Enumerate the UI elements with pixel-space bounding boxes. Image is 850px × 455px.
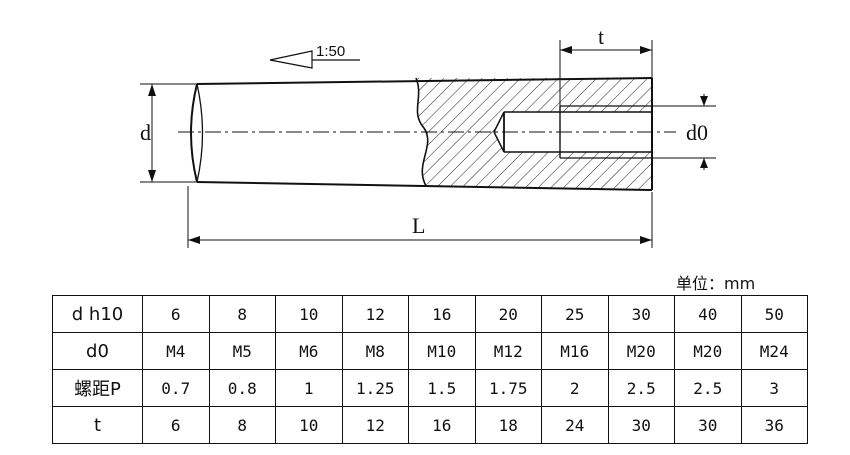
taper-label: 1:50 [316, 43, 345, 60]
table-cell: M6 [275, 332, 343, 370]
table-cell: 6 [142, 295, 210, 333]
table-cell: M8 [341, 332, 409, 370]
table-cell: 2.5 [607, 369, 675, 407]
table-cell: 12 [341, 406, 409, 444]
table-cell: 30 [674, 406, 742, 444]
table-cell: M12 [474, 332, 542, 370]
table-cell: 10 [275, 406, 343, 444]
table-cell: 16 [408, 295, 476, 333]
table-cell: 1.75 [474, 369, 542, 407]
table-cell: 20 [474, 295, 542, 333]
table-cell: 3 [740, 369, 808, 407]
table-cell: 12 [341, 295, 409, 333]
taper-arrow [269, 50, 360, 69]
dimension-d [140, 83, 197, 183]
table-cell: M24 [740, 332, 808, 370]
table-cell: 8 [208, 406, 276, 444]
table-cell: M20 [607, 332, 675, 370]
row-header: 螺距P [52, 369, 143, 407]
table-cell: 25 [541, 295, 609, 333]
table-cell: 16 [408, 406, 476, 444]
table-cell: M4 [142, 332, 210, 370]
row-header: d h10 [52, 295, 143, 333]
table-cell: 30 [607, 406, 675, 444]
table-cell: 2.5 [674, 369, 742, 407]
table-cell: M10 [408, 332, 476, 370]
dimension-d0 [652, 94, 716, 170]
table-cell: 18 [474, 406, 542, 444]
taper-pin-drawing: d L t d0 1:50 [140, 24, 716, 248]
dimension-t [559, 40, 653, 106]
table-cell: 50 [740, 295, 808, 333]
unit-label: 单位：mm [676, 274, 756, 293]
table-cell: 1.5 [408, 369, 476, 407]
row-header: d0 [52, 332, 143, 370]
table-cell: M20 [674, 332, 742, 370]
table-cell: 6 [142, 406, 210, 444]
label-L: L [412, 213, 425, 238]
label-d0: d0 [686, 120, 708, 145]
table-cell: 2 [541, 369, 609, 407]
table-cell: 30 [607, 295, 675, 333]
table-cell: M16 [541, 332, 609, 370]
table-cell: M5 [208, 332, 276, 370]
table-cell: 10 [275, 295, 343, 333]
label-d: d [140, 120, 151, 145]
row-header: t [52, 406, 143, 444]
pin-outline [190, 77, 653, 191]
dimension-L [187, 186, 653, 248]
table-cell: 1 [275, 369, 343, 407]
table-cell: 1.25 [341, 369, 409, 407]
table-cell: 24 [541, 406, 609, 444]
table-cell: 0.7 [142, 369, 210, 407]
label-t: t [598, 24, 604, 49]
table-cell: 36 [740, 406, 808, 444]
table-cell: 0.8 [208, 369, 276, 407]
table-cell: 8 [208, 295, 276, 333]
table-cell: 40 [674, 295, 742, 333]
